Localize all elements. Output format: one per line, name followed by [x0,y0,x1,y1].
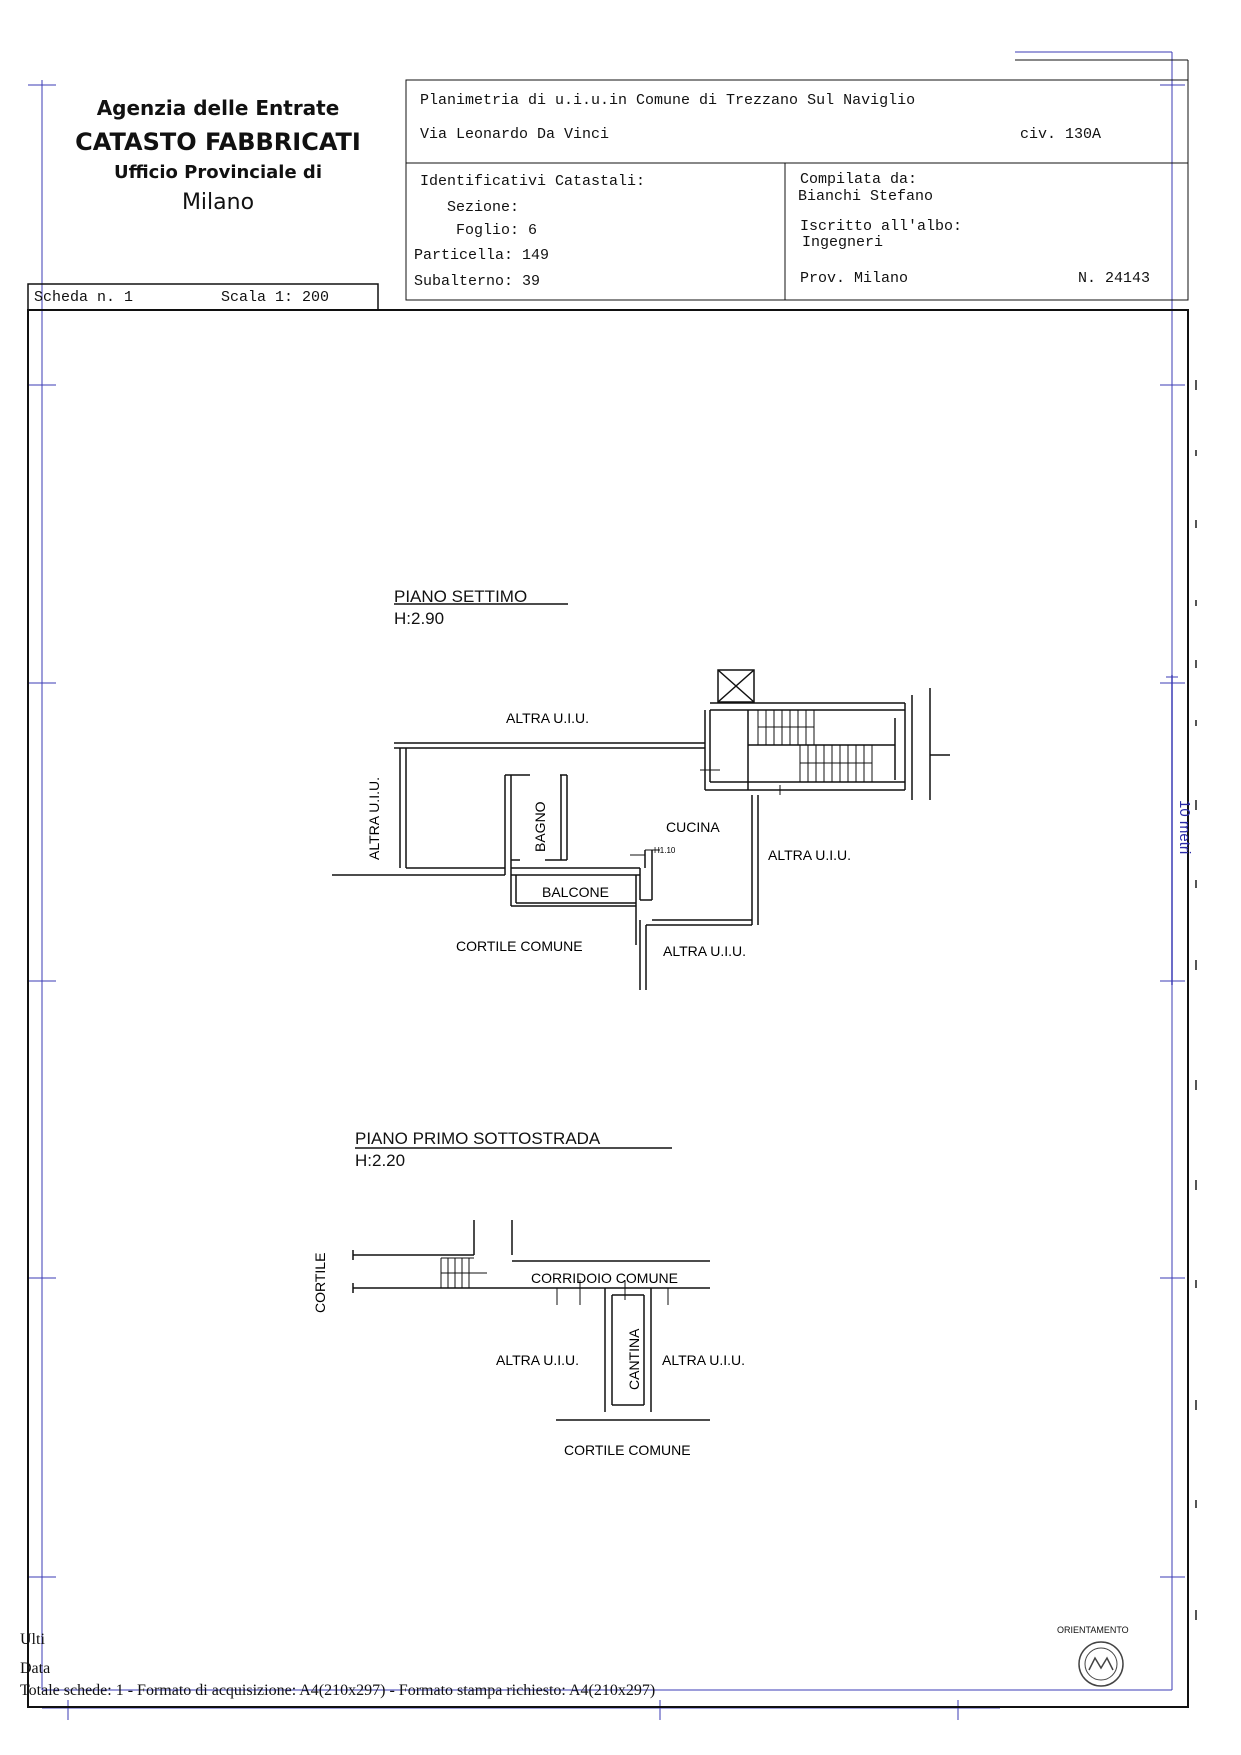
iscritto-value: Ingegneri [802,234,884,251]
catasto-title: CATASTO FABBRICATI [75,128,361,156]
compilata-name: Bianchi Stefano [798,188,934,205]
albo-number: N. 24143 [1078,270,1151,287]
footer-line-1: Ulti [20,1631,45,1648]
label-cortile-comune: CORTILE COMUNE [564,1442,691,1458]
identificativi-title: Identificativi Catastali: [420,173,646,190]
particella: Particella: 149 [414,247,550,264]
scheda-label: Scheda n. 1 [34,289,134,306]
scale-bar-label: 10 metri [1176,800,1193,854]
prov-label: Prov. Milano [800,270,909,287]
label-altra-left: ALTRA U.I.U. [496,1352,579,1368]
ufficio-label: Ufficio Provinciale di [113,162,322,183]
iscritto-label: Iscritto all'albo: [800,218,963,235]
subalterno: Subalterno: 39 [414,273,541,290]
agency-name: Agenzia delle Entrate [96,96,340,120]
sezione: Sezione: [447,199,520,216]
label-altra-right: ALTRA U.I.U. [662,1352,745,1368]
label-balcone: BALCONE [542,884,609,900]
compilata-label: Compilata da: [800,171,918,188]
label-corridoio: CORRIDOIO COMUNE [531,1270,678,1286]
label-altra-left: ALTRA U.I.U. [366,777,382,860]
address-line: Via Leonardo Da Vinci [420,126,610,143]
upper-plan-title: PIANO SETTIMO [394,587,528,606]
footer-line-2: Data [20,1660,51,1677]
label-cucina: CUCINA [666,819,720,835]
orientamento-label: ORIENTAMENTO [1057,1625,1129,1635]
label-altra-right: ALTRA U.I.U. [768,847,851,863]
label-altra-top: ALTRA U.I.U. [506,710,589,726]
compass-icon [1078,1641,1124,1687]
label-altra-bottom: ALTRA U.I.U. [663,943,746,959]
label-cortile-comune: CORTILE COMUNE [456,938,583,954]
upper-plan-height: H:2.90 [394,609,445,628]
label-bagno: BAGNO [532,801,548,852]
foglio: Foglio: 6 [456,222,538,239]
label-cortile: CORTILE [312,1253,328,1313]
planimetria-line: Planimetria di u.i.u.in Comune di Trezza… [420,92,916,109]
ufficio-city: Milano [181,190,255,215]
lower-plan-height: H:2.20 [355,1151,406,1170]
civico-line: civ. 130A [1020,126,1102,143]
footer-line-3: Totale schede: 1 - Formato di acquisizio… [20,1682,656,1699]
lower-plan-title: PIANO PRIMO SOTTOSTRADA [355,1129,601,1148]
label-h110: H1.10 [654,846,676,855]
label-cantina: CANTINA [626,1328,642,1390]
scala-label: Scala 1: 200 [221,289,330,306]
